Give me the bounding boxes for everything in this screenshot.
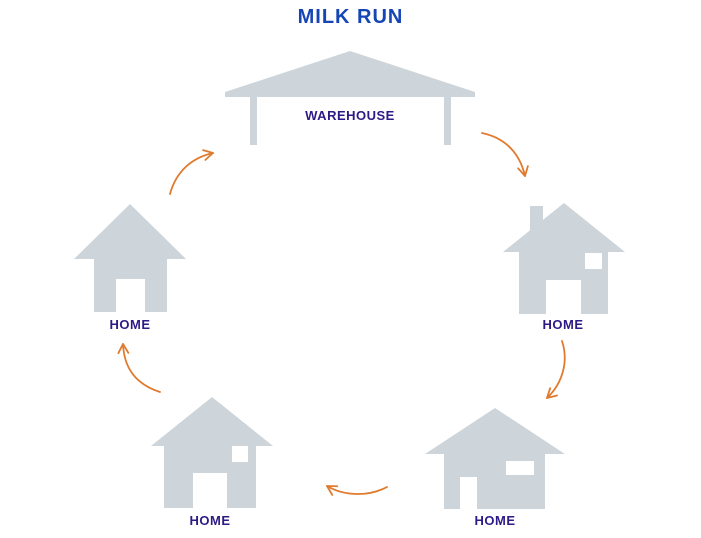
arrow-bottom-left-home-to-left-home — [117, 343, 161, 393]
arrow-left-home-to-warehouse — [169, 149, 214, 195]
home-left-icon — [74, 204, 186, 312]
home-right-icon — [503, 203, 625, 314]
warehouse-icon — [225, 51, 475, 145]
arrow-right-home-to-bottom-right-home — [546, 340, 566, 399]
home-bottom-left-icon — [151, 397, 273, 508]
home-bottom-left-label: HOME — [189, 513, 231, 528]
arrow-warehouse-to-right-home — [481, 132, 529, 177]
diagram-title: MILK RUN — [297, 6, 404, 28]
home-right-label: HOME — [542, 317, 584, 332]
warehouse-label: WAREHOUSE — [305, 108, 395, 123]
home-left-label: HOME — [109, 317, 151, 332]
arrow-bottom-right-home-to-bottom-left-home — [326, 485, 388, 496]
home-bottom-right-icon — [425, 408, 565, 509]
home-bottom-right-label: HOME — [474, 513, 516, 528]
